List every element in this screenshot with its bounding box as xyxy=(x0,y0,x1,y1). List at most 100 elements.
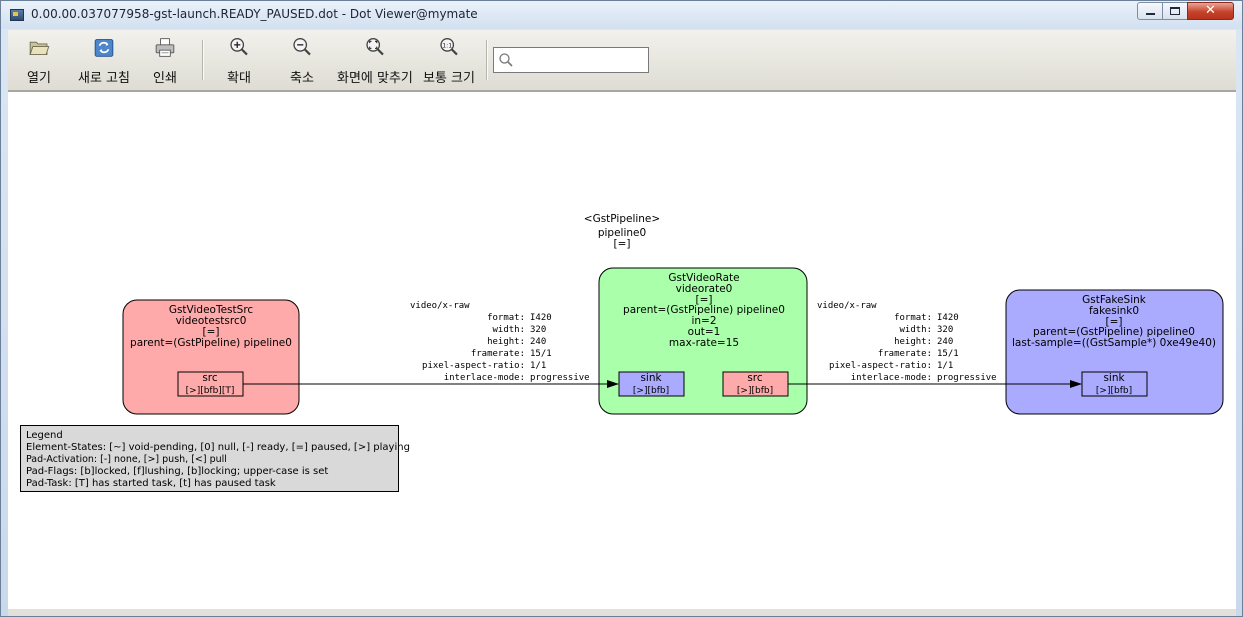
graph-canvas[interactable]: <GstPipeline> pipeline0 [=] GstVideoTest… xyxy=(8,91,1236,610)
zoom-in-label: 확대 xyxy=(227,71,251,86)
pad-sink[interactable]: sink [>][bfb] xyxy=(618,371,685,397)
caps-value: 1/1 xyxy=(937,361,953,371)
pad-name: src xyxy=(202,372,218,384)
refresh-icon xyxy=(94,39,114,57)
caps-key: width: xyxy=(492,325,525,335)
legend-element-states: Element-States: [~] void-pending, [0] nu… xyxy=(26,442,410,453)
pad-sink-box xyxy=(618,371,685,397)
folder-open-icon xyxy=(29,41,50,56)
caps-value: 15/1 xyxy=(530,349,552,359)
node-out: out=1 xyxy=(688,326,721,338)
legend-pad-task: Pad-Task: [T] has started task, [t] has … xyxy=(26,478,276,489)
caps-value: I420 xyxy=(937,313,959,323)
zoom-out-label: 축소 xyxy=(290,71,314,86)
pad-flags: [>][bfb] xyxy=(633,386,669,396)
node-state: [=] xyxy=(1106,316,1123,328)
node-videorate[interactable]: GstVideoRate videorate0 [=] parent=(GstP… xyxy=(598,267,808,415)
caps-value: 240 xyxy=(530,337,546,347)
minimize-icon xyxy=(1146,13,1155,15)
print-label: 인쇄 xyxy=(153,71,177,86)
node-type: GstVideoRate xyxy=(668,272,739,284)
caps-media-type: video/x-raw xyxy=(410,301,470,311)
edge1-caps: video/x-raw format: I420 width: 320 heig… xyxy=(410,301,590,383)
refresh-button[interactable]: 새로 고침 xyxy=(78,34,130,86)
pipeline-graph: <GstPipeline> pipeline0 [=] GstVideoTest… xyxy=(122,213,1224,415)
legend-title: Legend xyxy=(26,430,63,441)
pad-name: sink xyxy=(1103,372,1125,384)
node-parent: parent=(GstPipeline) pipeline0 xyxy=(623,304,785,316)
node-type: GstFakeSink xyxy=(1082,294,1147,306)
caps-key: interlace-mode: xyxy=(444,373,525,383)
caps-key: width: xyxy=(899,325,932,335)
pipeline-state: [=] xyxy=(614,238,631,250)
refresh-label: 새로 고침 xyxy=(78,71,130,86)
node-name: fakesink0 xyxy=(1089,305,1139,317)
caps-value: 15/1 xyxy=(937,349,959,359)
zoom-normal-button[interactable]: 1:1 보통 크기 xyxy=(423,34,475,86)
caps-key: interlace-mode: xyxy=(851,373,932,383)
zoom-in-icon xyxy=(230,37,248,56)
pad-sink-box xyxy=(1081,371,1148,397)
node-parent: parent=(GstPipeline) pipeline0 xyxy=(1033,326,1195,338)
caps-value: 320 xyxy=(530,325,546,335)
zoom-100-icon: 1:1 xyxy=(440,37,458,56)
zoom-out-icon xyxy=(293,37,311,56)
pipeline-type: <GstPipeline> xyxy=(584,213,660,225)
node-name: videotestsrc0 xyxy=(176,315,247,327)
caps-value: I420 xyxy=(530,313,552,323)
zoom-fit-button[interactable]: 화면에 맞추기 xyxy=(337,34,413,86)
edge2-caps: video/x-raw format: I420 width: 320 heig… xyxy=(817,301,997,383)
node-max-rate: max-rate=15 xyxy=(669,337,739,349)
node-videotestsrc[interactable]: GstVideoTestSrc videotestsrc0 [=] parent… xyxy=(122,299,300,415)
maximize-button[interactable] xyxy=(1162,2,1188,20)
node-state: [=] xyxy=(203,326,220,338)
node-name: videorate0 xyxy=(676,283,733,295)
svg-text:1:1: 1:1 xyxy=(442,43,452,50)
node-fakesink-box xyxy=(1005,289,1224,415)
caps-key: format: xyxy=(894,313,932,323)
node-videotestsrc-box xyxy=(122,299,300,415)
search-icon xyxy=(499,53,513,67)
caps-media-type: video/x-raw xyxy=(817,301,877,311)
open-button[interactable]: 열기 xyxy=(26,34,52,86)
print-button[interactable]: 인쇄 xyxy=(152,34,178,86)
close-button[interactable]: ✕ xyxy=(1187,2,1234,20)
close-icon: ✕ xyxy=(1205,3,1216,18)
caps-key: format: xyxy=(487,313,525,323)
toolbar-separator xyxy=(202,40,204,80)
pad-name: sink xyxy=(640,372,662,384)
legend-pad-flags: Pad-Flags: [b]locked, [f]lushing, [b]loc… xyxy=(26,466,329,477)
open-label: 열기 xyxy=(27,71,51,86)
minimize-button[interactable] xyxy=(1137,2,1163,20)
node-state: [=] xyxy=(696,294,713,306)
toolbar: 열기 새로 고침 인쇄 xyxy=(8,30,1236,91)
pad-src[interactable]: src [>][bfb][T] xyxy=(177,371,244,397)
zoom-fit-label: 화면에 맞추기 xyxy=(337,71,413,86)
caps-key: height: xyxy=(894,337,932,347)
printer-icon xyxy=(155,38,175,57)
pad-src-box xyxy=(177,371,244,397)
pad-src[interactable]: src [>][bfb] xyxy=(722,371,789,397)
caps-key: height: xyxy=(487,337,525,347)
search-input[interactable] xyxy=(493,47,649,73)
caps-value: 240 xyxy=(937,337,953,347)
dot-viewer-app-icon xyxy=(10,9,24,21)
node-type: GstVideoTestSrc xyxy=(169,304,254,316)
pad-flags: [>][bfb] xyxy=(737,386,773,396)
caps-value: 320 xyxy=(937,325,953,335)
pad-name: src xyxy=(747,372,763,384)
caps-key: pixel-aspect-ratio: xyxy=(422,361,525,371)
zoom-out-button[interactable]: 축소 xyxy=(289,34,315,86)
maximize-icon xyxy=(1170,7,1180,15)
node-fakesink[interactable]: GstFakeSink fakesink0 [=] parent=(GstPip… xyxy=(1005,289,1224,415)
zoom-fit-icon xyxy=(366,37,384,56)
zoom-normal-label: 보통 크기 xyxy=(423,71,475,86)
pad-sink[interactable]: sink [>][bfb] xyxy=(1081,371,1148,397)
caps-value: 1/1 xyxy=(530,361,546,371)
zoom-in-button[interactable]: 확대 xyxy=(226,34,252,86)
legend-box: Legend Element-States: [~] void-pending,… xyxy=(20,425,410,492)
pad-flags: [>][bfb] xyxy=(1096,386,1132,396)
window-title: 0.00.00.037077958-gst-launch.READY_PAUSE… xyxy=(31,7,478,21)
title-bar[interactable]: 0.00.00.037077958-gst-launch.READY_PAUSE… xyxy=(1,1,1242,29)
